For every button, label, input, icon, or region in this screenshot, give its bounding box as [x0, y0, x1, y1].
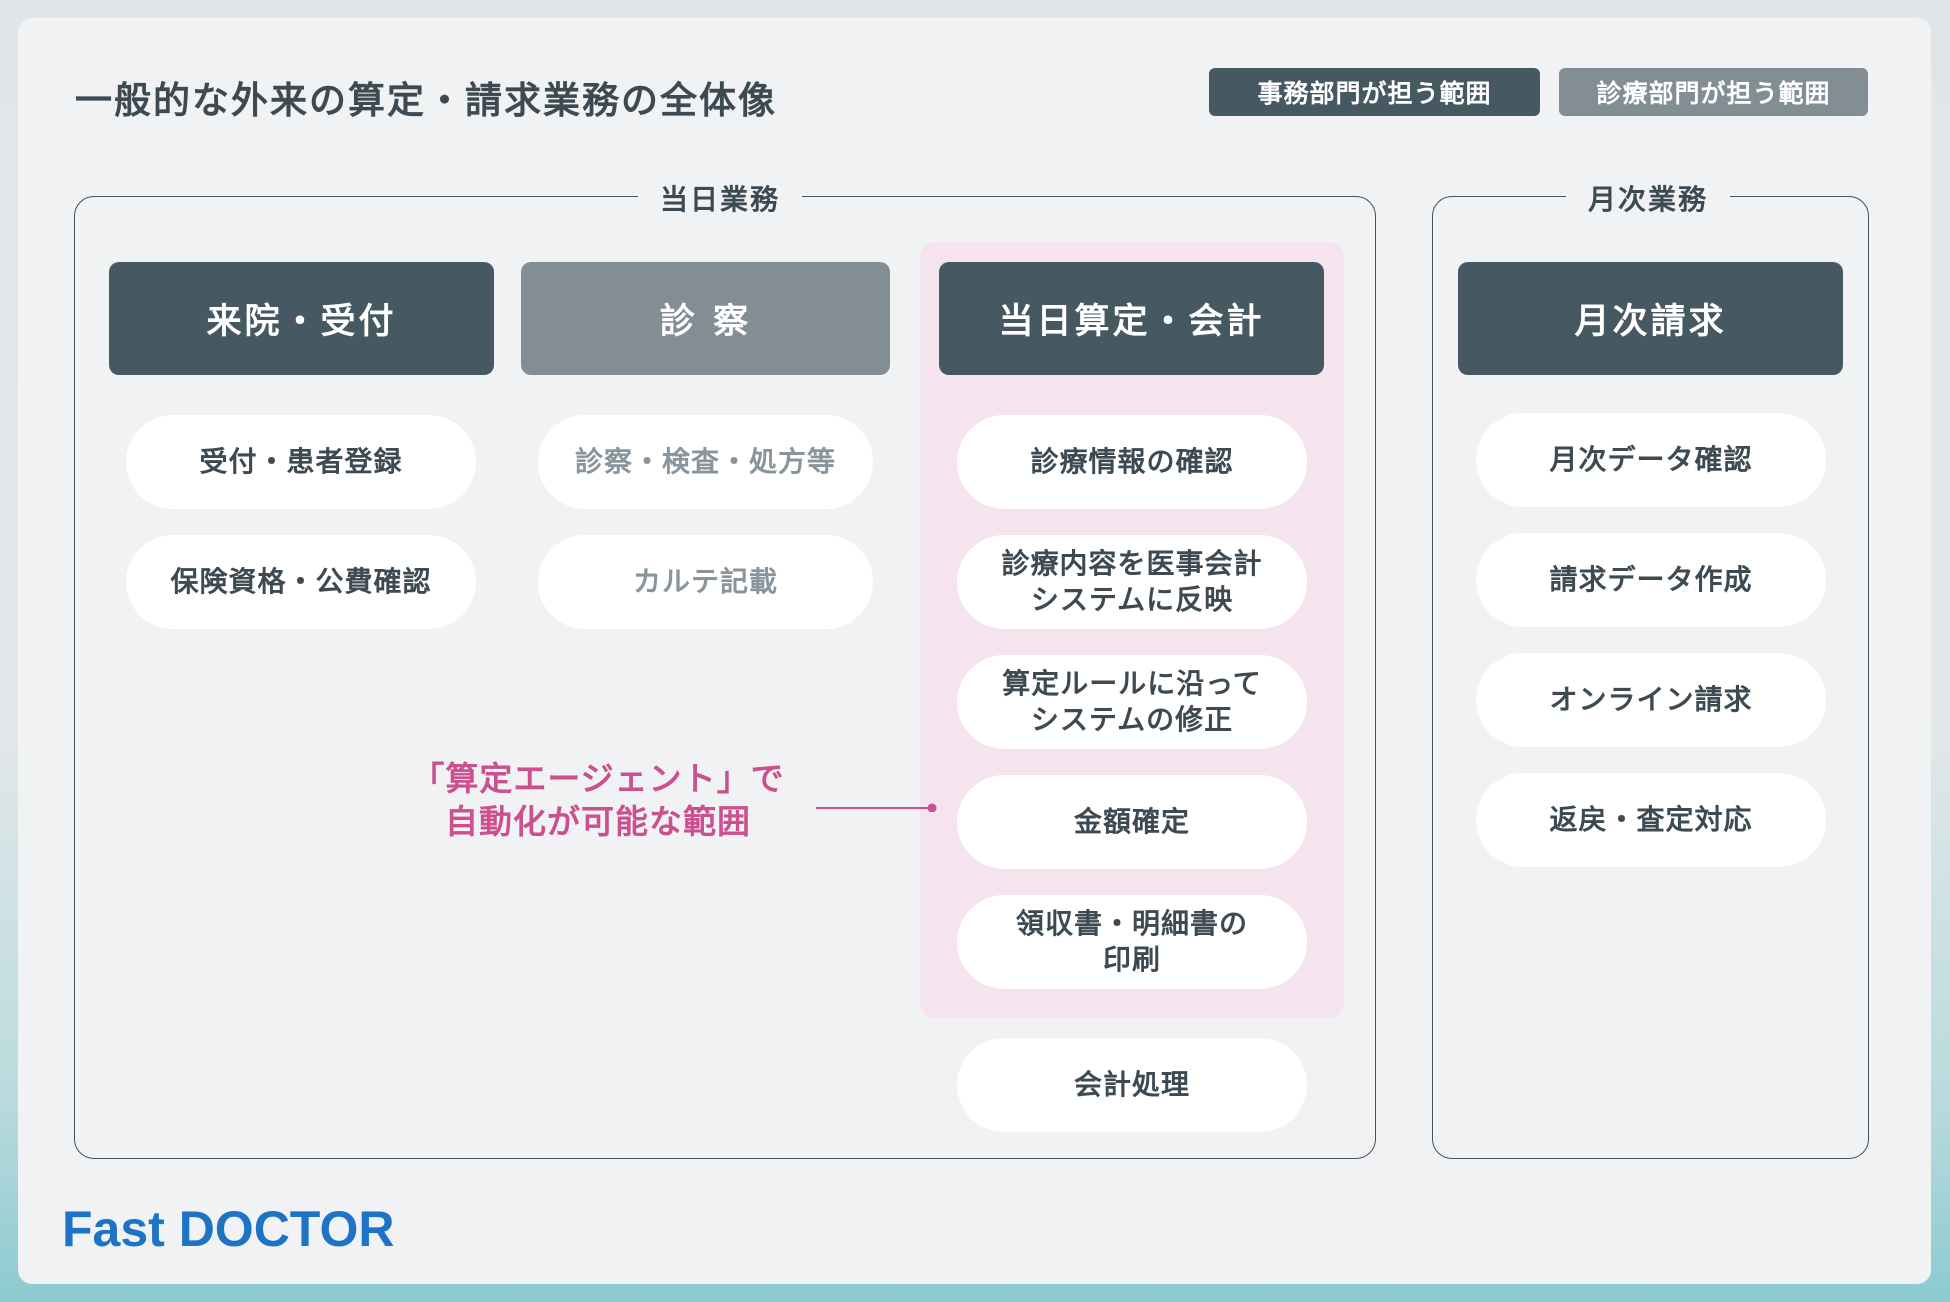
monthly-step: 請求データ作成 [1476, 533, 1826, 627]
daily-group-title: 当日業務 [638, 178, 803, 218]
reception-header: 来院・受付 [109, 262, 494, 375]
fast-doctor-logo: Fast DOCTOR [62, 1201, 395, 1257]
monthly-step: 返戻・査定対応 [1476, 773, 1826, 867]
reception-step: 受付・患者登録 [126, 415, 476, 509]
reception-step: 保険資格・公費確認 [126, 535, 476, 629]
agent-connector-line [816, 803, 937, 812]
billing-step: 金額確定 [957, 775, 1307, 869]
consultation-step: 診察・検査・処方等 [538, 415, 873, 509]
billing-step: 診療情報の確認 [957, 415, 1307, 509]
legend-clinical-badge: 診療部門が担う範囲 [1559, 68, 1868, 116]
billing-step: 会計処理 [957, 1038, 1307, 1132]
monthly-group-title: 月次業務 [1566, 178, 1731, 218]
billing-step: 診療内容を医事会計 システムに反映 [957, 535, 1307, 629]
billing-header: 当日算定・会計 [939, 262, 1324, 375]
agent-scope-label: 「算定エージェント」で 自動化が可能な範囲 [411, 759, 785, 841]
billing-step: 領収書・明細書の 印刷 [957, 895, 1307, 989]
consultation-step: カルテ記載 [538, 535, 873, 629]
consultation-header: 診 察 [521, 262, 890, 375]
monthly-step: 月次データ確認 [1476, 413, 1826, 507]
monthly-billing-header: 月次請求 [1458, 262, 1843, 375]
billing-step: 算定ルールに沿って システムの修正 [957, 655, 1307, 749]
legend-admin-badge: 事務部門が担う範囲 [1209, 68, 1540, 116]
diagram-title: 一般的な外来の算定・請求業務の全体像 [75, 79, 777, 122]
monthly-step: オンライン請求 [1476, 653, 1826, 747]
